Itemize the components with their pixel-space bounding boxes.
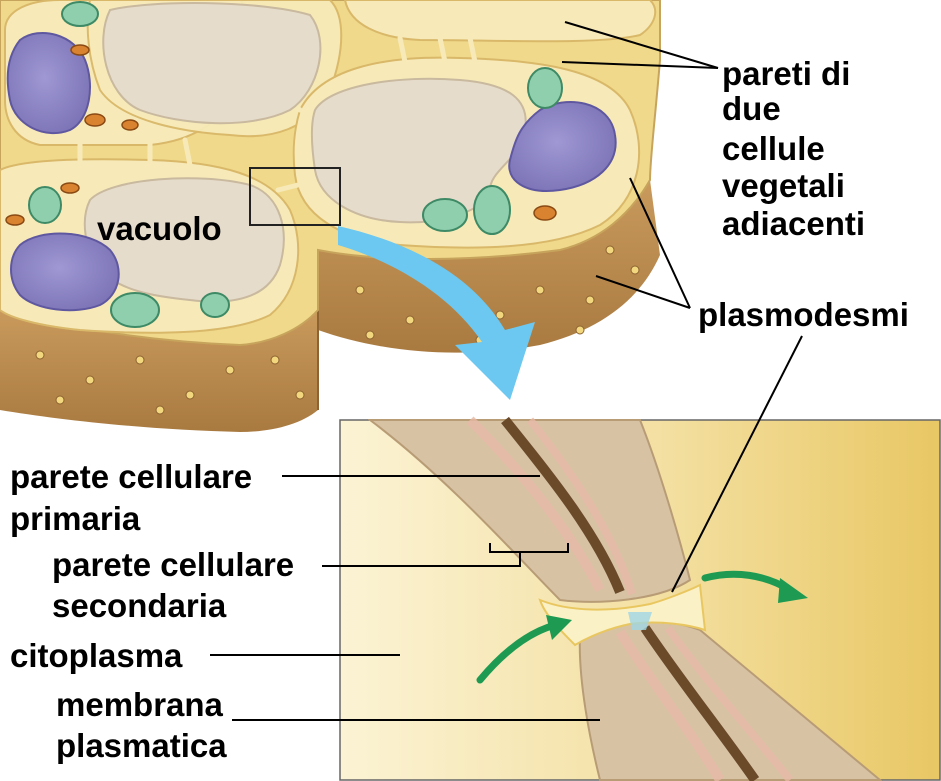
label-walls-line4: vegetali xyxy=(722,170,845,201)
label-primary-wall-line2: primaria xyxy=(10,502,140,535)
label-membrane-line1: membrana xyxy=(56,688,223,721)
label-primary-wall-line1: parete cellulare xyxy=(10,460,252,493)
label-walls-line2: due xyxy=(722,93,781,124)
plasmodesma-inset xyxy=(340,420,940,780)
label-walls-line5: adiacenti xyxy=(722,208,865,239)
label-secondary-wall-line1: parete cellulare xyxy=(52,548,294,581)
label-membrane-line2: plasmatica xyxy=(56,729,227,762)
label-walls-line1: pareti di xyxy=(722,58,850,89)
label-secondary-wall-line2: secondaria xyxy=(52,589,226,622)
label-citoplasma: citoplasma xyxy=(10,639,182,672)
label-vacuolo: vacuolo xyxy=(97,212,222,245)
vacuole-top-middle xyxy=(103,3,320,123)
label-walls-line3: cellule xyxy=(722,133,825,164)
label-plasmodesmi: plasmodesmi xyxy=(698,298,909,331)
